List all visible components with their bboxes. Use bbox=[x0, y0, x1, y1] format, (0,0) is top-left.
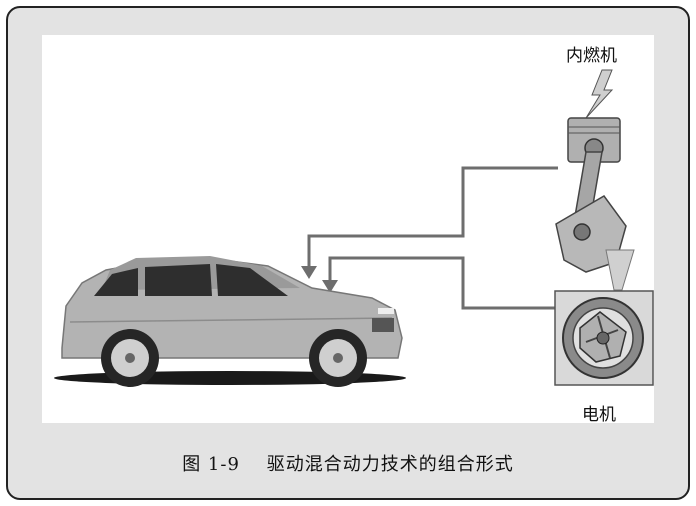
electric-motor-icon bbox=[554, 290, 654, 386]
engine-label: 内燃机 bbox=[566, 46, 617, 66]
power-flow-arrows bbox=[307, 166, 558, 310]
car-rear-wheel bbox=[101, 329, 159, 387]
car-window-middle bbox=[145, 264, 212, 296]
motor-arrow-head bbox=[322, 280, 338, 293]
lightning-icon bbox=[585, 69, 614, 119]
piston-crankshaft-icon bbox=[555, 69, 635, 291]
car-window-front bbox=[216, 264, 288, 296]
car-illustration bbox=[54, 256, 406, 387]
car-front-wheel bbox=[309, 329, 367, 387]
car-window-rear bbox=[94, 268, 138, 296]
car-body-line bbox=[69, 317, 393, 323]
power-transfer-beam bbox=[605, 249, 635, 291]
car-grille bbox=[372, 318, 394, 332]
engine-arrow-head bbox=[301, 266, 317, 279]
motor-label: 电机 bbox=[582, 405, 616, 425]
car-headlight bbox=[378, 308, 394, 314]
engine-arrow bbox=[307, 166, 558, 268]
figure-caption: 图 1-9 驱动混合动力技术的组合形式 bbox=[182, 454, 514, 475]
motor-arrow bbox=[328, 256, 555, 310]
